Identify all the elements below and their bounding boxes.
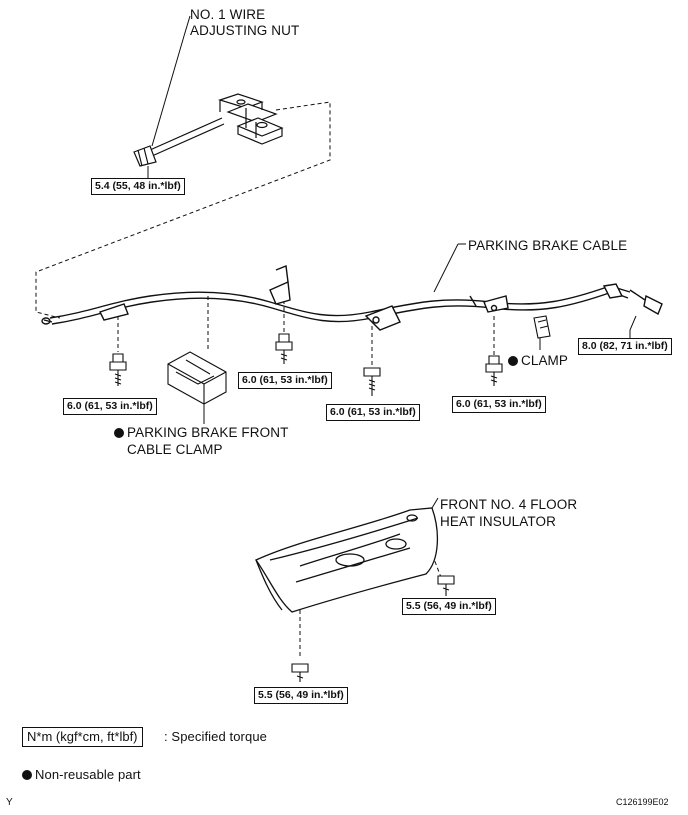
torque-legend-box: N*m (kgf*cm, ft*lbf) <box>22 727 143 747</box>
parking-brake-cable-shape <box>41 243 663 340</box>
footer-left-mark: Y <box>6 797 13 808</box>
bolts <box>109 333 503 682</box>
adjusting-nut-label-line1: NO. 1 WIRE <box>190 7 266 22</box>
torque-bolt-center: 6.0 (61, 53 in.*lbf) <box>326 404 420 421</box>
torque-cable-end: 8.0 (82, 71 in.*lbf) <box>578 338 672 355</box>
front-cable-clamp-label-line2: CABLE CLAMP <box>127 442 223 457</box>
adjusting-nut-assembly <box>133 15 284 178</box>
torque-legend-text: : Specified torque <box>164 729 267 744</box>
adjusting-nut-label-line2: ADJUSTING NUT <box>190 23 300 38</box>
nonreusable-dot-icon <box>22 770 32 780</box>
front-cable-clamp-shape <box>167 351 227 424</box>
nonreusable-dot-icon <box>114 428 124 438</box>
torque-bolt-center-left: 6.0 (61, 53 in.*lbf) <box>238 372 332 389</box>
figure-code: C126199E02 <box>616 797 669 807</box>
clamp-shape <box>533 315 551 350</box>
parking-brake-cable-label: PARKING BRAKE CABLE <box>468 238 628 253</box>
front-cable-clamp-label-line1: PARKING BRAKE FRONT <box>114 424 288 441</box>
torque-insulator-right: 5.5 (56, 49 in.*lbf) <box>402 598 496 615</box>
nonreusable-legend: Non-reusable part <box>22 766 141 783</box>
heat-insulator-label-line1: FRONT NO. 4 FLOOR <box>440 497 578 512</box>
heat-insulator-shape <box>255 497 439 613</box>
torque-insulator-bottom: 5.5 (56, 49 in.*lbf) <box>254 687 348 704</box>
front-cable-clamp-label-text: PARKING BRAKE FRONT <box>127 425 289 440</box>
clamp-label-text: CLAMP <box>521 353 569 368</box>
nonreusable-dot-icon <box>508 356 518 366</box>
torque-bolt-right: 6.0 (61, 53 in.*lbf) <box>452 396 546 413</box>
nonreusable-legend-text: Non-reusable part <box>35 767 141 782</box>
heat-insulator-label-line2: HEAT INSULATOR <box>440 514 556 529</box>
torque-adjusting-nut: 5.4 (55, 48 in.*lbf) <box>91 178 185 195</box>
clamp-label: CLAMP <box>508 352 568 369</box>
torque-bolt-left: 6.0 (61, 53 in.*lbf) <box>63 398 157 415</box>
